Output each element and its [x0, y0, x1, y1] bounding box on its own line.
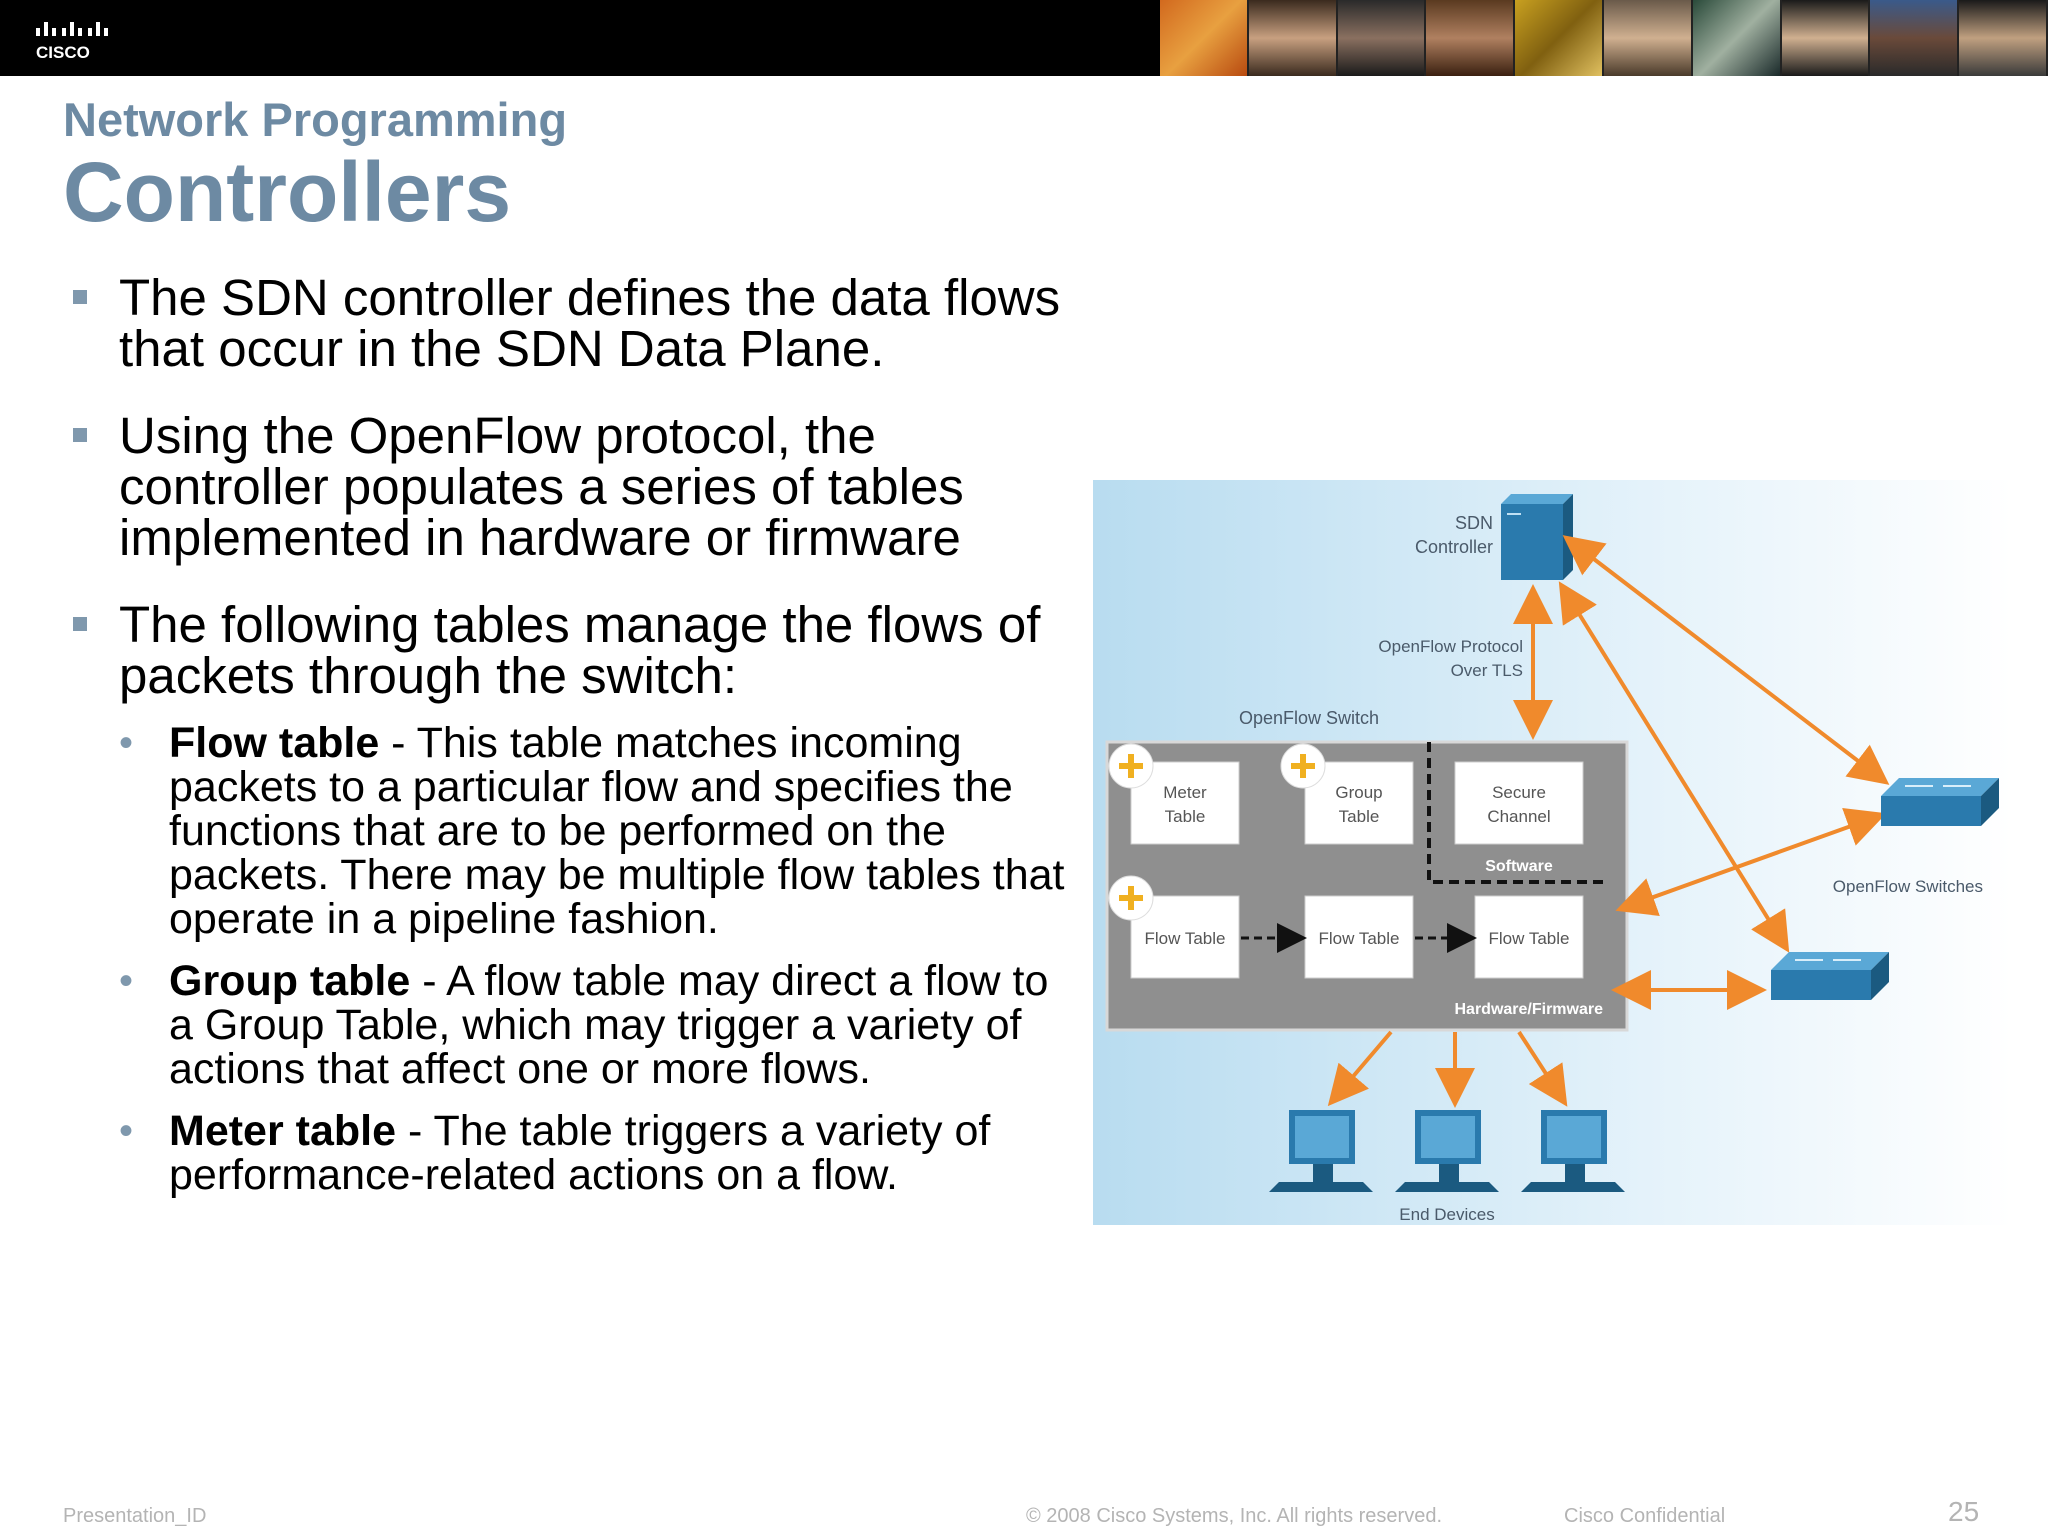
bullet-marker: [73, 428, 87, 442]
connection-arrows: [1327, 535, 1890, 1108]
openflow-switches-label: OpenFlow Switches: [1833, 877, 1983, 896]
flow-table-label: Flow Table: [1489, 929, 1570, 948]
cisco-logo: CISCO: [36, 22, 108, 62]
bullet-item: Using the OpenFlow protocol, the control…: [63, 410, 1073, 563]
sub-bullet-item: • Group table - A flow table may direct a…: [63, 959, 1073, 1091]
copyright-text: © 2008 Cisco Systems, Inc. All rights re…: [1026, 1505, 1443, 1527]
sub-bullet-marker: •: [119, 959, 134, 1003]
end-device-icon: [1521, 1110, 1625, 1192]
flow-table-box: Flow Table: [1474, 895, 1584, 979]
header-photo: [1515, 0, 1604, 76]
protocol-label: Over TLS: [1451, 661, 1523, 680]
sub-bullet-marker: •: [119, 721, 134, 765]
header-photo: [1781, 0, 1871, 76]
group-table-label: Table: [1339, 807, 1380, 826]
sdn-diagram: SDN Controller OpenFlow Protocol Over TL…: [1093, 480, 2013, 1225]
plus-icon: [1108, 875, 1154, 921]
header-photo: [1959, 0, 2048, 76]
header-photo: [1603, 0, 1693, 76]
page-number: 25: [1948, 1496, 1980, 1527]
meter-table-label: Meter: [1163, 783, 1207, 802]
meter-table-label: Table: [1165, 807, 1206, 826]
sub-bullet-marker: •: [119, 1109, 134, 1153]
header-photo: [1692, 0, 1782, 76]
sdn-controller-label: SDN: [1455, 513, 1493, 533]
bullet-item: The SDN controller defines the data flow…: [63, 272, 1073, 374]
sub-bullet-text: - A flow table may direct a flow to a Gr…: [169, 957, 1049, 1093]
header-photo: [1870, 0, 1960, 76]
presentation-id: Presentation_ID: [63, 1505, 207, 1527]
bullet-item: The following tables manage the flows of…: [63, 599, 1073, 701]
slide-body: The SDN controller defines the data flow…: [63, 272, 1073, 1215]
slide-subtitle: Network Programming: [63, 93, 568, 146]
flow-table-label: Flow Table: [1319, 929, 1400, 948]
secure-channel-label: Channel: [1487, 807, 1550, 826]
openflow-switch-icon: [1771, 952, 1889, 1000]
secure-channel-label: Secure: [1492, 783, 1546, 802]
bullet-marker: [73, 617, 87, 631]
sub-bullet-item: • Meter table - The table triggers a vari…: [63, 1109, 1073, 1197]
header-photo: [1337, 0, 1427, 76]
header-photo-strip: [1160, 0, 2048, 76]
software-label: Software: [1485, 858, 1553, 875]
sub-bullet-text: - This table matches incoming packets to…: [169, 719, 1065, 943]
sdn-controller-label: Controller: [1415, 537, 1493, 557]
hardware-label: Hardware/Firmware: [1454, 1001, 1603, 1018]
confidential-text: Cisco Confidential: [1564, 1505, 1726, 1527]
bullet-text: Using the OpenFlow protocol, the control…: [119, 407, 964, 566]
sub-bullet-term: Flow table: [169, 719, 380, 767]
protocol-label: OpenFlow Protocol: [1378, 637, 1523, 656]
end-device-icon: [1395, 1110, 1499, 1192]
flow-table-box: Flow Table: [1304, 895, 1414, 979]
cisco-wordmark: CISCO: [36, 43, 90, 62]
sub-bullet-text: - The table triggers a variety of perfor…: [169, 1107, 991, 1199]
bullet-text: The SDN controller defines the data flow…: [119, 269, 1061, 377]
header-photo: [1426, 0, 1516, 76]
sub-bullet-term: Group table: [169, 957, 411, 1005]
end-devices-label: End Devices: [1399, 1205, 1494, 1224]
group-table-label: Group: [1335, 783, 1382, 802]
slide-title: Controllers: [63, 145, 512, 239]
secure-channel-box: Secure Channel: [1454, 761, 1584, 845]
plus-icon: [1108, 743, 1154, 789]
flow-table-label: Flow Table: [1145, 929, 1226, 948]
sub-bullet-item: • Flow table - This table matches incomin…: [63, 721, 1073, 941]
end-device-icon: [1269, 1110, 1373, 1192]
software-boundary: [1427, 742, 1603, 884]
bullet-marker: [73, 290, 87, 304]
plus-icon: [1280, 743, 1326, 789]
sub-bullet-term: Meter table: [169, 1107, 397, 1155]
sdn-controller-icon: [1501, 494, 1573, 580]
header-bar: CISCO: [0, 0, 2048, 76]
header-photo: [1248, 0, 1338, 76]
openflow-switch-label: OpenFlow Switch: [1239, 708, 1379, 728]
bullet-text: The following tables manage the flows of…: [119, 596, 1041, 704]
header-photo: [1160, 0, 1249, 76]
openflow-switch-icon: [1881, 778, 1999, 826]
